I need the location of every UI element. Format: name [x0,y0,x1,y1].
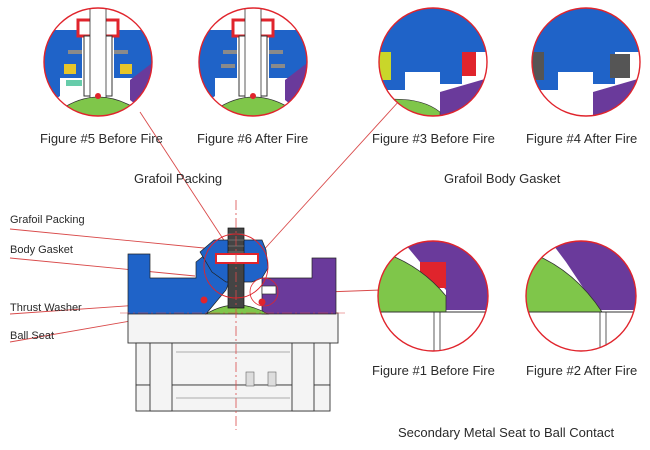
figure-5-detail [43,7,153,117]
leader-callout-gasket [9,257,196,277]
callout-ball-seat: Ball Seat [10,330,55,342]
callout-thrust-washer: Thrust Washer [10,302,82,314]
figure-4-caption: Figure #4 After Fire [526,131,638,146]
group-label-gasket: Grafoil Body Gasket [444,171,561,186]
figure-1-caption: Figure #1 Before Fire [372,363,495,378]
leader-gasket-detail [259,99,401,255]
leader-callout-packing [9,228,215,250]
figure-6-caption: Figure #6 After Fire [197,131,309,146]
figure-4-detail [531,7,641,117]
figure-6-detail [198,7,308,117]
figure-2-caption: Figure #2 After Fire [526,363,638,378]
figure-3-detail [378,7,488,117]
figure-3-caption: Figure #3 Before Fire [372,131,495,146]
valve-cross-section [120,200,345,430]
leader-packing-detail [139,111,230,249]
callout-body-gasket: Body Gasket [10,244,73,256]
group-label-seat: Secondary Metal Seat to Ball Contact [398,425,615,440]
figure-2-detail [525,240,637,352]
leader-lines [9,99,401,343]
callout-grafoil-packing: Grafoil Packing [10,214,85,226]
figure-1-detail [377,240,489,352]
figure-5-caption: Figure #5 Before Fire [40,131,163,146]
group-label-packing: Grafoil Packing [134,171,223,186]
